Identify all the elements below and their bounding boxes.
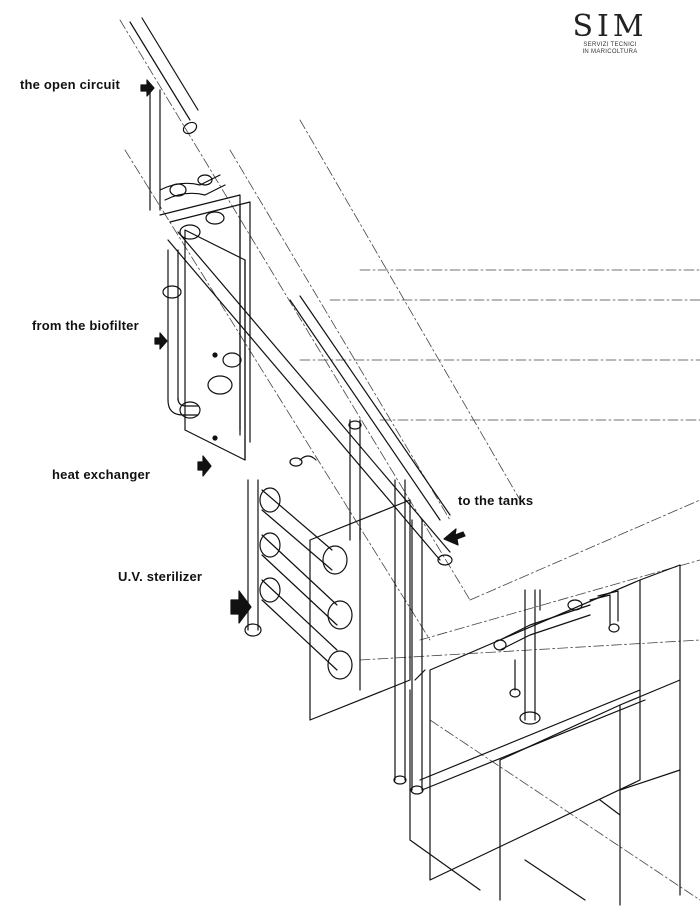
label-heat-exchanger: heat exchanger	[52, 467, 151, 482]
tanks	[409, 564, 681, 906]
label-tanks: to the tanks	[458, 493, 534, 508]
upper-manifold	[159, 174, 251, 443]
label-uv-sterilizer: U.V. sterilizer	[118, 569, 203, 584]
uv-sterilizer	[244, 479, 353, 680]
label-open-circuit: the open circuit	[20, 77, 120, 92]
arrow-tanks-icon	[443, 528, 466, 546]
logo-line-1: SERVIZI TECNICI	[583, 42, 637, 48]
arrow-open-circuit-icon	[140, 79, 155, 97]
logo-mark: SIM	[572, 9, 648, 44]
support-block	[289, 455, 411, 721]
logo-line-2: IN MARICOLTURA	[582, 49, 638, 55]
tank-valves	[493, 589, 620, 725]
arrow-biofilter-icon	[154, 332, 168, 350]
arrow-heat-exchanger-icon	[197, 455, 212, 477]
arrow-uv-sterilizer-icon	[230, 590, 252, 624]
construction-lines	[119, 19, 700, 901]
biofilter-pipe	[162, 249, 242, 419]
tank-feed-pipes	[393, 479, 646, 795]
supply-pipe	[129, 17, 199, 211]
label-biofilter: from the biofilter	[32, 318, 139, 333]
flow-arrows	[140, 79, 466, 624]
sim-logo: SIM SERVIZI TECNICI IN MARICOLTURA	[568, 12, 652, 56]
heat-exchanger-panel	[184, 229, 246, 461]
